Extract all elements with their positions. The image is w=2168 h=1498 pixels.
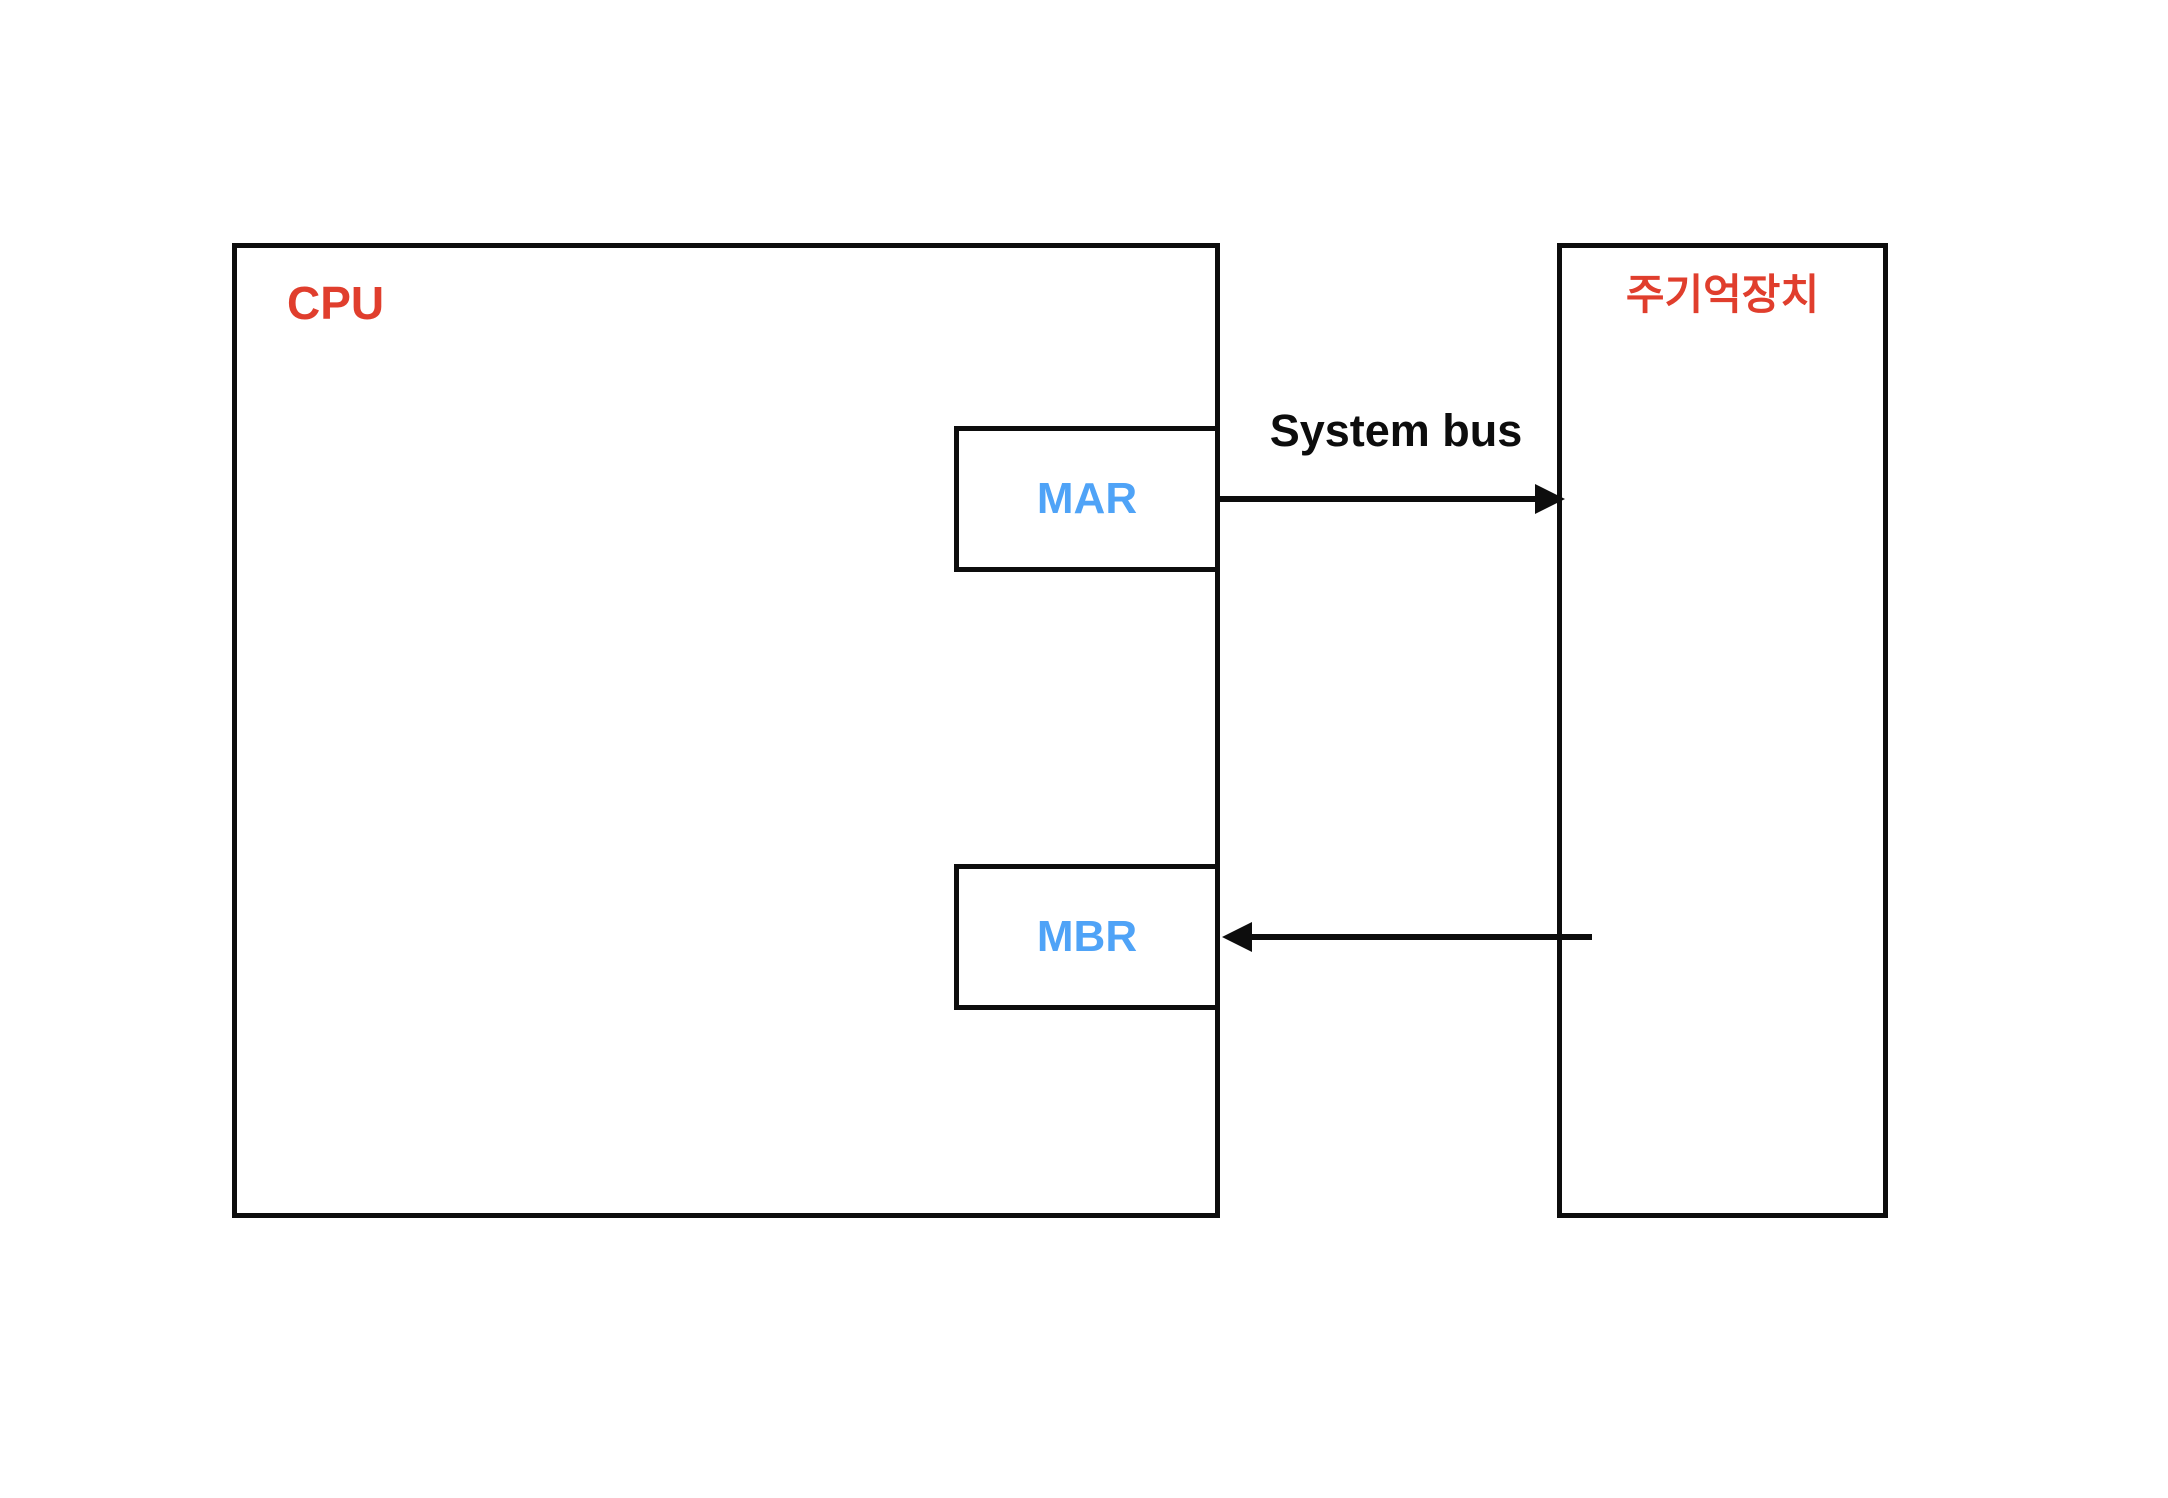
memory-to-mbr-arrow-line xyxy=(1250,934,1592,940)
main-memory-label: 주기억장치 xyxy=(1625,271,1820,318)
mbr-register-label: MBR xyxy=(1036,912,1138,961)
cpu-label: CPU xyxy=(287,277,385,329)
system-bus-label: System bus xyxy=(1269,405,1523,456)
mar-to-memory-arrow-line xyxy=(1220,496,1538,502)
mbr-register-box: MBR xyxy=(954,864,1220,1010)
arrowhead-left-icon xyxy=(1222,922,1252,952)
mar-register-label: MAR xyxy=(1036,474,1138,523)
mar-register-box: MAR xyxy=(954,426,1220,572)
main-memory-box: 주기억장치 xyxy=(1557,243,1888,1218)
cpu-box: CPU MAR MBR xyxy=(232,243,1220,1218)
arrowhead-right-icon xyxy=(1535,484,1565,514)
